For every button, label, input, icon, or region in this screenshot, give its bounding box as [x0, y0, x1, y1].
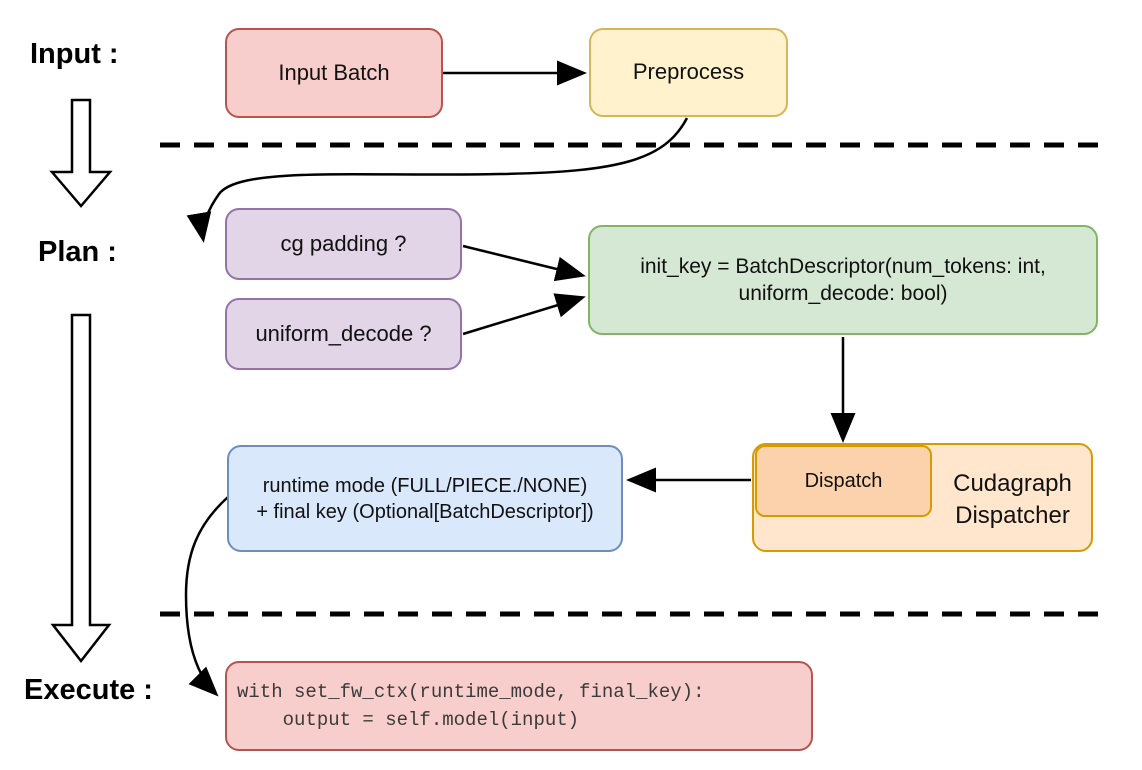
stage-label-execute: Execute : [24, 674, 153, 706]
node-init-key: init_key = BatchDescriptor(num_tokens: i… [588, 225, 1098, 335]
node-execute-code: with set_fw_ctx(runtime_mode, final_key)… [225, 661, 813, 751]
execute-code-line2: output = self.model(input) [237, 709, 580, 731]
edge-uniformdecode-initkey [462, 293, 586, 336]
node-init-key-line2: uniform_decode: bool) [738, 282, 948, 305]
node-runtime-mode: runtime mode (FULL/PIECE./NONE) + final … [227, 445, 623, 552]
node-dispatch: Dispatch [755, 445, 932, 517]
node-init-key-line1: init_key = BatchDescriptor(num_tokens: i… [640, 254, 1046, 278]
node-input-batch: Input Batch [225, 28, 443, 118]
node-preprocess: Preprocess [589, 28, 788, 117]
node-runtime-mode-line1: runtime mode (FULL/PIECE./NONE) [262, 474, 588, 497]
node-cudagraph-dispatcher-label: Cudagraph Dispatcher [930, 468, 1095, 533]
execute-code-line1: with set_fw_ctx(runtime_mode, final_key)… [237, 681, 705, 703]
node-preprocess-label: Preprocess [632, 59, 745, 85]
node-cg-padding-label: cg padding ? [280, 230, 407, 256]
plan-to-execute-arrow [50, 313, 112, 664]
edge-runtimemode-executecode [184, 496, 229, 697]
node-input-batch-label: Input Batch [278, 59, 390, 85]
node-uniform-decode-label: uniform_decode ? [255, 320, 432, 346]
node-uniform-decode: uniform_decode ? [225, 298, 462, 370]
node-runtime-mode-line2: + final key (Optional[BatchDescriptor]) [256, 500, 594, 523]
cudagraph-label-line2: Dispatcher [955, 502, 1070, 530]
node-cg-padding: cg padding ? [225, 208, 462, 280]
cudagraph-label-line1: Cudagraph [953, 470, 1072, 497]
edge-cgpadding-initkey [462, 244, 586, 282]
stage-label-input: Input : [30, 38, 119, 70]
input-to-plan-arrow [49, 98, 113, 208]
stage-label-plan: Plan : [38, 236, 117, 268]
node-dispatch-label: Dispatch [804, 470, 883, 492]
